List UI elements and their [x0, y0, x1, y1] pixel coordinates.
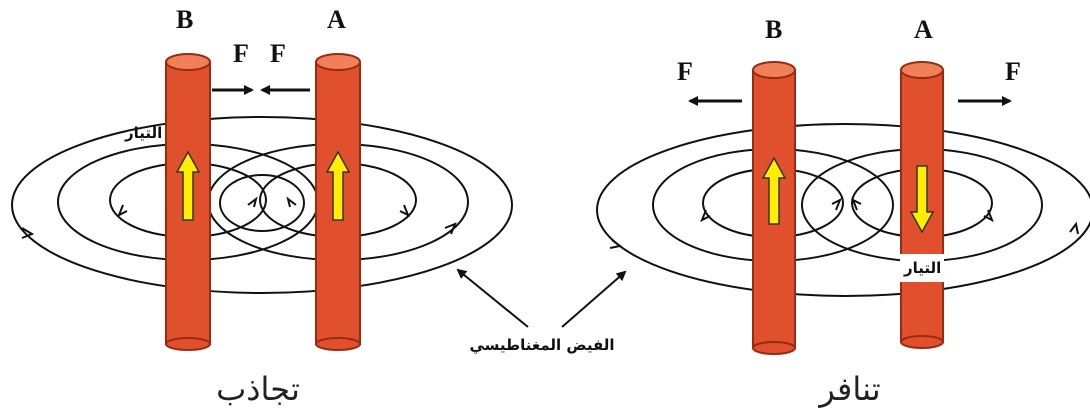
pointer-arrow-icon [456, 268, 529, 328]
field-direction-mark [983, 209, 994, 223]
wire-a-label: A [914, 15, 933, 44]
field-lines-left [11, 116, 513, 294]
field-direction-mark [609, 239, 623, 249]
wire-a-right [900, 61, 944, 349]
current-label: التيار [124, 124, 162, 142]
wire-b-label: B [765, 15, 782, 44]
field-loop-center [219, 174, 305, 232]
field-direction-mark [444, 222, 457, 235]
wire-b-label: B [176, 5, 193, 34]
repulsion-panel: B A F F التيار [596, 15, 1090, 355]
field-direction-mark [1069, 221, 1079, 235]
label-backdrop [900, 254, 944, 282]
force-label: F [677, 57, 693, 86]
field-direction-mark [700, 209, 711, 223]
caption-attraction: تجاذب [216, 370, 300, 408]
field-direction-mark [851, 197, 862, 211]
field-loop-outer-right [596, 123, 1090, 297]
field-direction-mark [117, 204, 128, 218]
force-label: F [1005, 57, 1021, 86]
attraction-panel: B A F F التيار [11, 5, 513, 351]
current-arrow-down-icon [909, 165, 935, 234]
pointer-arrow-icon [561, 270, 627, 328]
wire-b-right [752, 61, 796, 355]
field-lines-right [596, 123, 1090, 297]
field-direction-mark [286, 196, 297, 208]
caption-repulsion: تنافر [817, 370, 880, 408]
field-direction-mark [399, 204, 410, 218]
field-direction-mark [247, 196, 258, 208]
field-loop-outer-left [11, 116, 513, 294]
field-direction-mark [21, 227, 35, 239]
wire-b-left [165, 53, 211, 351]
field-label-group: الفيض المغناطيسي [456, 268, 627, 354]
current-arrow-up-icon [761, 156, 787, 225]
field-direction-mark [831, 197, 842, 211]
wire-a-left [315, 53, 361, 351]
wire-a-label: A [327, 5, 346, 34]
current-label: التيار [903, 259, 941, 277]
force-label: F [270, 39, 286, 68]
field-label: الفيض المغناطيسي [469, 336, 614, 354]
force-label: F [233, 39, 249, 68]
current-arrow-up-icon [175, 150, 201, 221]
current-arrow-up-icon [325, 150, 351, 221]
